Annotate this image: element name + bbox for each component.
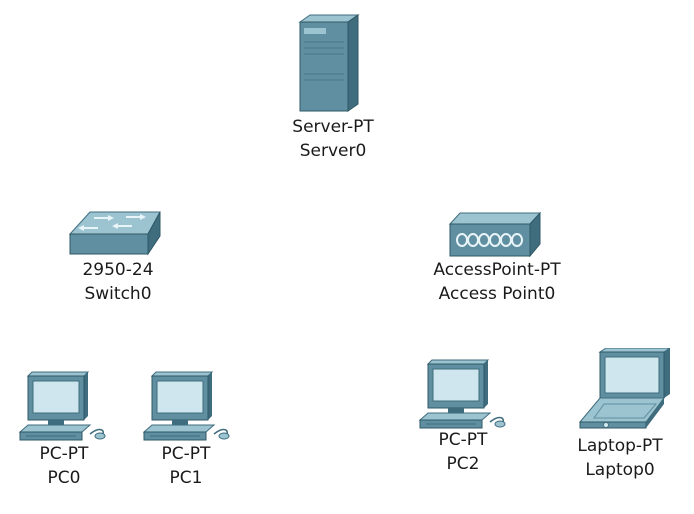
switch-icon — [68, 211, 161, 256]
device-name-label: Laptop0 — [585, 460, 655, 480]
device-model-label: PC-PT — [39, 444, 89, 464]
pc-icon — [18, 371, 106, 441]
device-name-label: Server0 — [299, 141, 367, 161]
device-name-label: PC1 — [169, 468, 203, 488]
device-name-label: Switch0 — [84, 284, 152, 304]
device-model-label: Server-PT — [292, 117, 374, 137]
pc-icon — [418, 359, 506, 429]
device-name-label: PC0 — [47, 468, 81, 488]
device-name-label: PC2 — [446, 454, 480, 474]
server-icon — [298, 14, 360, 112]
device-model-label: PC-PT — [438, 430, 488, 450]
device-model-label: AccessPoint-PT — [433, 260, 561, 280]
pc-icon — [142, 371, 230, 441]
laptop-icon — [578, 348, 670, 429]
device-model-label: 2950-24 — [82, 260, 154, 280]
device-model-label: Laptop-PT — [577, 436, 663, 456]
access-point-icon — [448, 211, 542, 258]
device-model-label: PC-PT — [161, 444, 211, 464]
device-name-label: Access Point0 — [438, 284, 556, 304]
